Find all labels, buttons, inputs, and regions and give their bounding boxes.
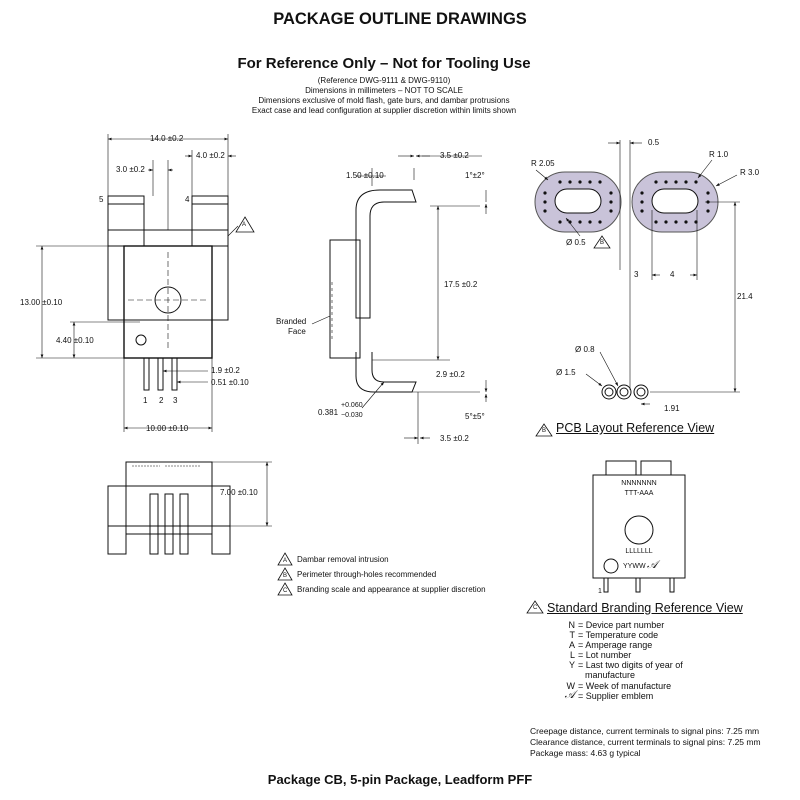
front-view — [36, 134, 255, 432]
pin-5-label: 5 — [99, 195, 104, 204]
legend-key: T — [569, 630, 576, 640]
page-title: PACKAGE OUTLINE DRAWINGS — [273, 10, 527, 28]
dim-21-4: 21.4 — [737, 292, 753, 301]
dim-0-5: 0.5 — [648, 138, 660, 147]
reference-heading: For Reference Only – Not for Tooling Use — [237, 55, 531, 72]
callout-c-letter: C — [533, 605, 538, 611]
supplier-emblem: 𝒜 — [647, 559, 658, 571]
footer-title: Package CB, 5-pin Package, Leadform PFF — [267, 772, 533, 787]
legend-key: N — [568, 620, 576, 630]
callout-b-letter: B — [283, 573, 288, 579]
dim-7-00: 7.00 ±0.10 — [220, 488, 258, 497]
dim-body-width: 10.00 ±0.10 — [146, 424, 189, 433]
legend-key: L — [569, 650, 575, 660]
dim-3-0: 3.0 ±0.2 — [116, 165, 145, 174]
callout-c-triangle — [526, 600, 544, 614]
legend-text: = Temperature code — [578, 630, 659, 640]
dia-0-5: Ø 0.5 — [566, 238, 586, 247]
clearance-stat: Clearance distance, current terminals to… — [530, 737, 761, 747]
dim-4-0: 4.0 ±0.2 — [196, 151, 225, 160]
callout-b-triangle — [593, 235, 611, 249]
callout-c-letter: C — [283, 588, 288, 594]
dim-2-9: 2.9 ±0.2 — [436, 370, 465, 379]
dim-1-50: 1.50 ±0.10 — [346, 171, 384, 180]
legend-text: = Last two digits of year of — [578, 660, 683, 670]
reference-note: Dimensions exclusive of mold flash, gate… — [258, 96, 510, 105]
callout-b-letter: B — [542, 428, 547, 434]
brand-pin1: 1 — [598, 588, 602, 595]
creepage-stat: Creepage distance, current terminals to … — [530, 726, 760, 736]
legend-text: = Week of manufacture — [578, 681, 672, 691]
dim-1-91: 1.91 — [664, 404, 680, 413]
tolerance-plus: +0.060 — [341, 402, 363, 409]
callout-b-letter: B — [600, 240, 605, 246]
angle-bottom: 5°±5° — [465, 412, 485, 421]
brand-lot: LLLLLLL — [625, 548, 653, 555]
radius-3-0: R 3.0 — [740, 168, 760, 177]
callout-b-triangle — [277, 567, 293, 581]
legend-item: Branding scale and appearance at supplie… — [297, 585, 486, 594]
legend-text: = Supplier emblem — [578, 691, 654, 701]
dim-0-51: 0.51 ±0.10 — [211, 378, 249, 387]
pin-3-label: 3 — [173, 396, 178, 405]
callout-a-triangle — [277, 552, 293, 566]
callout-a-letter: A — [283, 558, 288, 564]
package-mass-stat: Package mass: 4.63 g typical — [530, 748, 641, 758]
brand-line-2: TTT-AAA — [624, 490, 654, 497]
reference-note: (Reference DWG-9111 & DWG-9110) — [317, 76, 451, 85]
pcb-layout-view — [534, 140, 740, 406]
brand-line-1: NNNNNNN — [621, 480, 657, 487]
legend-text: manufacture — [585, 670, 636, 680]
branded-face-label: Branded — [276, 317, 307, 326]
dia-1-5: Ø 1.5 — [556, 368, 576, 377]
legend-key: A — [568, 640, 575, 650]
radius-1-0: R 1.0 — [709, 150, 729, 159]
pin-4-label: 4 — [185, 195, 190, 204]
legend-text: = Lot number — [578, 650, 632, 660]
dim-3: 3 — [634, 270, 639, 279]
reference-note: Dimensions in millimeters – NOT TO SCALE — [305, 86, 463, 95]
brand-date: YYWW — [623, 563, 646, 570]
branding-view — [592, 460, 686, 593]
dim-4-40: 4.40 ±0.10 — [56, 336, 94, 345]
pin-2-label: 2 — [159, 396, 164, 405]
pcb-through-holes — [543, 180, 710, 224]
dim-width-total: 14.0 ±0.2 — [150, 134, 184, 143]
branded-face-label: Face — [288, 327, 306, 336]
dim-3-5-top: 3.5 ±0.2 — [440, 151, 469, 160]
legend-item: Dambar removal intrusion — [297, 555, 389, 564]
legend-item: Perimeter through-holes recommended — [297, 570, 437, 579]
dim-1-9: 1.9 ±0.2 — [211, 366, 240, 375]
legend-key: W — [566, 681, 576, 691]
dim-0-381: 0.381 — [318, 408, 339, 417]
legend-text: = Amperage range — [578, 640, 653, 650]
pin-1-label: 1 — [143, 396, 148, 405]
dim-3-5-bottom: 3.5 ±0.2 — [440, 434, 469, 443]
legend-key: Y — [568, 660, 575, 670]
legend-text: = Device part number — [578, 620, 665, 630]
dim-height: 13.00 ±0.10 — [20, 298, 63, 307]
side-view — [311, 154, 488, 444]
pcb-view-label: PCB Layout Reference View — [556, 421, 715, 435]
legend-key: 𝒜 — [564, 689, 575, 701]
callout-c-triangle — [277, 582, 293, 596]
radius-2-05: R 2.05 — [531, 159, 555, 168]
dim-17-5: 17.5 ±0.2 — [444, 280, 478, 289]
bottom-view — [107, 461, 272, 555]
tolerance-minus: −0.030 — [341, 412, 363, 419]
callout-a-letter: A — [242, 222, 247, 228]
dim-4: 4 — [670, 270, 675, 279]
angle-top: 1°±2° — [465, 171, 485, 180]
reference-note: Exact case and lead configuration at sup… — [251, 106, 517, 115]
dia-0-8: Ø 0.8 — [575, 345, 595, 354]
branding-view-label: Standard Branding Reference View — [547, 601, 743, 615]
callout-b-triangle — [535, 423, 553, 437]
